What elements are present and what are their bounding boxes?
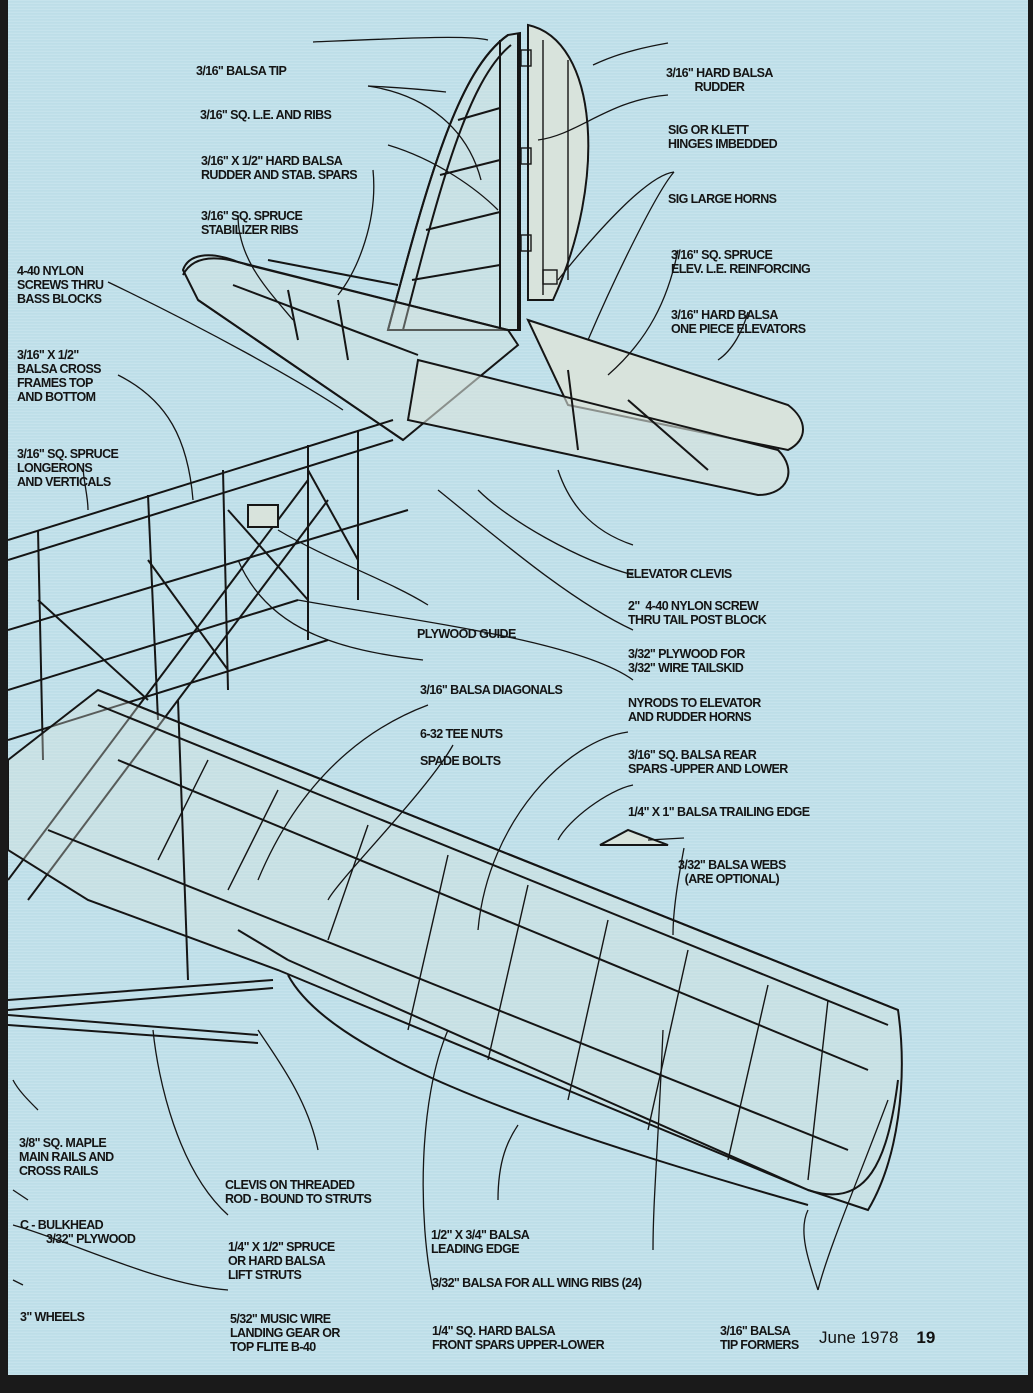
magazine-page: 3/16" BALSA TIP 3/16" SQ. L.E. AND RIBS … bbox=[8, 0, 1028, 1375]
callout-wheels: 3" WHEELS bbox=[20, 1310, 85, 1324]
callout-le-and-ribs: 3/16" SQ. L.E. AND RIBS bbox=[200, 108, 332, 122]
callout-balsa-webs: 3/32" BALSA WEBS(ARE OPTIONAL) bbox=[678, 858, 786, 886]
fuselage bbox=[8, 419, 409, 901]
airframe-drawing bbox=[8, 23, 903, 1291]
callout-wing-ribs: 3/32" BALSA FOR ALL WING RIBS (24) bbox=[432, 1276, 642, 1290]
callout-trailing-edge: 1/4" X 1" BALSA TRAILING EDGE bbox=[628, 805, 810, 819]
callout-balsa-diagonals: 3/16" BALSA DIAGONALS bbox=[420, 683, 563, 697]
vertical-fin bbox=[386, 31, 521, 331]
callout-tee-nuts: 6-32 TEE NUTS bbox=[420, 727, 503, 741]
callout-spade-bolts: SPADE BOLTS bbox=[420, 754, 501, 768]
wing bbox=[8, 688, 903, 1212]
rudder bbox=[520, 23, 590, 301]
wing-ribs bbox=[157, 759, 829, 1181]
publication-date: June 1978 bbox=[819, 1328, 899, 1347]
page-footer: June 1978 19 bbox=[819, 1328, 935, 1348]
callout-balsa-tip: 3/16" BALSA TIP bbox=[196, 64, 287, 78]
page-number: 19 bbox=[916, 1328, 936, 1347]
callout-elevator-clevis: ELEVATOR CLEVIS bbox=[626, 567, 732, 581]
elevator bbox=[406, 318, 804, 497]
callout-plywood-guide: PLYWOOD GUIDE bbox=[417, 627, 516, 641]
lift-struts bbox=[8, 979, 274, 1044]
callout-large-horns: SIG LARGE HORNS bbox=[668, 192, 777, 206]
leader-lines bbox=[12, 36, 889, 1291]
balsa-web-detail bbox=[599, 828, 669, 846]
